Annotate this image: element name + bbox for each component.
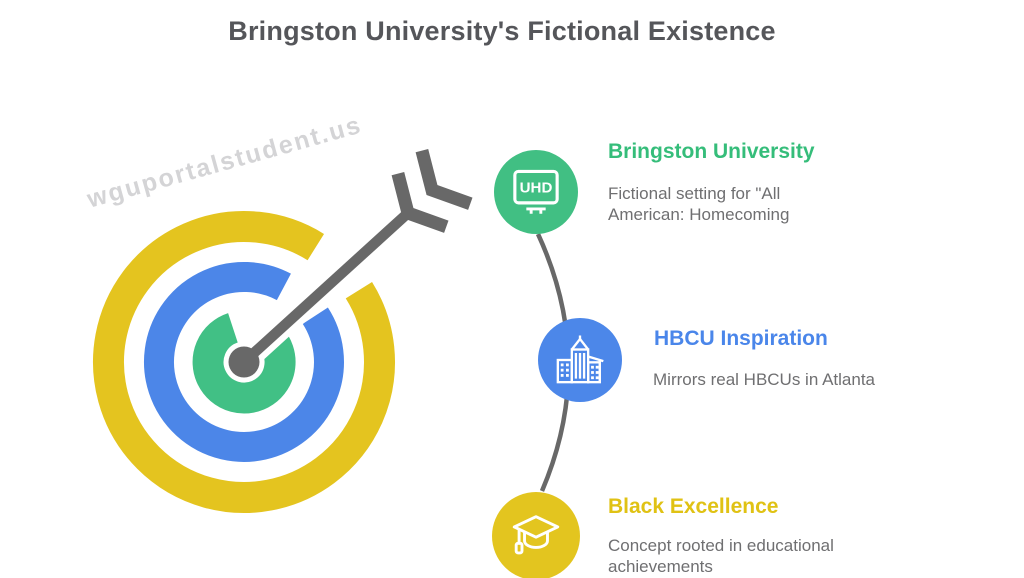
graduation-cap-icon: [512, 515, 560, 555]
bullseye-inner-green-ring: [192, 313, 296, 414]
node-description-hbcu-inspiration: Mirrors real HBCUs in Atlanta: [653, 370, 876, 389]
campus-buildings-icon: [556, 335, 604, 384]
node-description-black-excellence: Concept rooted in educational achievemen…: [608, 536, 834, 576]
bullseye-middle-blue-ring: [143, 262, 344, 462]
bullseye-center-dot: [228, 346, 260, 378]
node-title-hbcu-inspiration: HBCU Inspiration: [654, 327, 828, 350]
arrow-fletching-outer: [415, 148, 473, 210]
uhd-icon-label: UHD: [520, 180, 553, 197]
node-title-bringston-university: Bringston University: [608, 140, 815, 163]
node-description-bringston-university: Fictional setting for "All American: Hom…: [608, 184, 790, 224]
node-circle-bringston-university: UHD: [494, 150, 578, 234]
bullseye-outer-yellow-ring: [93, 211, 395, 513]
arrow-shaft: [240, 209, 412, 366]
node-title-black-excellence: Black Excellence: [608, 495, 779, 518]
arrow-fletching-inner: [391, 171, 449, 233]
uhd-monitor-icon: UHD: [513, 169, 559, 214]
page-title: Bringston University's Fictional Existen…: [228, 16, 776, 46]
node-circle-black-excellence: [492, 492, 580, 578]
node-circle-hbcu-inspiration: [538, 318, 622, 402]
